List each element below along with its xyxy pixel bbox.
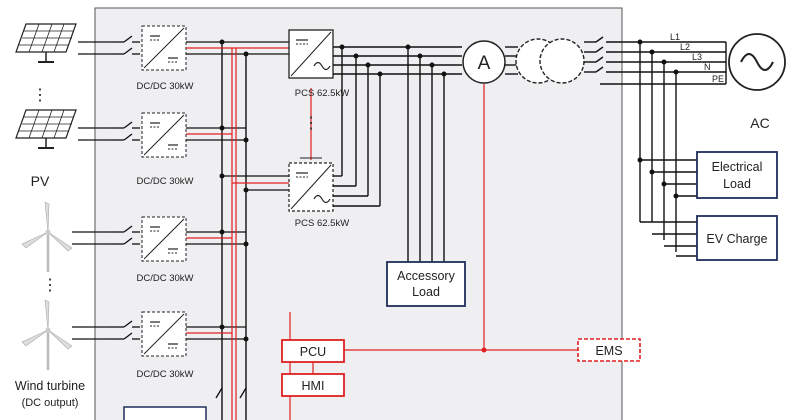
dcdc-converter-1 <box>141 25 187 71</box>
accessory-load-box <box>386 261 466 307</box>
ev-charge-box <box>696 215 778 261</box>
hmi-label: HMI <box>302 379 325 393</box>
pcs-ellipsis: ⋮ <box>303 115 319 132</box>
pcs-top <box>288 29 334 79</box>
dcdc-converter-3 <box>141 216 187 262</box>
ems-label: EMS <box>595 344 622 358</box>
ems-box <box>577 338 641 362</box>
line-label-l3: L3 <box>692 52 702 62</box>
pcs-top-label: PCS 62.5kW <box>295 88 349 99</box>
pv-panel-icon <box>15 23 77 63</box>
input-lines <box>72 41 110 340</box>
wind-ellipsis: ⋮ <box>42 277 58 294</box>
hmi-box <box>281 373 345 397</box>
electrical-load-box <box>696 151 778 199</box>
wind-turbine-label: Wind turbine <box>15 379 85 393</box>
wind-turbine-icon <box>20 298 74 372</box>
wind-turbine-icon <box>20 200 74 274</box>
dcdc-converter-2 <box>141 112 187 158</box>
wind-turbine-sublabel: (DC output) <box>22 397 79 409</box>
ev-charge-label: EV Charge <box>706 232 767 246</box>
dcdc-label-2: DC/DC 30kW <box>136 176 193 187</box>
transformer-icon <box>515 38 585 84</box>
ammeter-label: A <box>478 53 491 74</box>
line-label-n: N <box>704 62 711 72</box>
control-wiring <box>186 47 578 420</box>
line-label-l2: L2 <box>680 42 690 52</box>
meter-to-transformer <box>505 46 518 75</box>
pcs-bottom <box>288 157 334 212</box>
control-junction <box>481 347 487 353</box>
line-label-pe: PE <box>712 74 724 84</box>
electrical-load-label-2: Load <box>723 177 751 191</box>
dcdc-label-4: DC/DC 30kW <box>136 369 193 380</box>
electrical-load-label-1: Electrical <box>712 160 763 174</box>
line-label-l1: L1 <box>670 32 680 42</box>
pcu-label: PCU <box>300 345 326 359</box>
dcdc-label-1: DC/DC 30kW <box>136 81 193 92</box>
ac-junctions <box>339 44 447 77</box>
ac-bus <box>333 46 462 262</box>
ammeter-icon <box>462 40 506 84</box>
sine-wave-icon <box>740 53 774 71</box>
load-junctions <box>637 39 679 199</box>
bus-switch-icon <box>215 387 247 399</box>
pv-label: PV <box>31 173 50 189</box>
load-branch-lines <box>639 42 697 257</box>
ac-grid-label: AC <box>750 115 769 131</box>
bus-junctions <box>219 39 249 342</box>
accessory-load-label-2: Load <box>412 285 440 299</box>
dcdc-label-3: DC/DC 30kW <box>136 273 193 284</box>
pv-panel-icon <box>15 109 77 149</box>
accessory-load-label-1: Accessory <box>397 269 455 283</box>
pcs-bottom-label: PCS 62.5kW <box>295 218 349 229</box>
pv-ellipsis: ⋮ <box>32 87 48 104</box>
battery-box <box>123 406 207 420</box>
dcdc-converter-4 <box>141 311 187 357</box>
